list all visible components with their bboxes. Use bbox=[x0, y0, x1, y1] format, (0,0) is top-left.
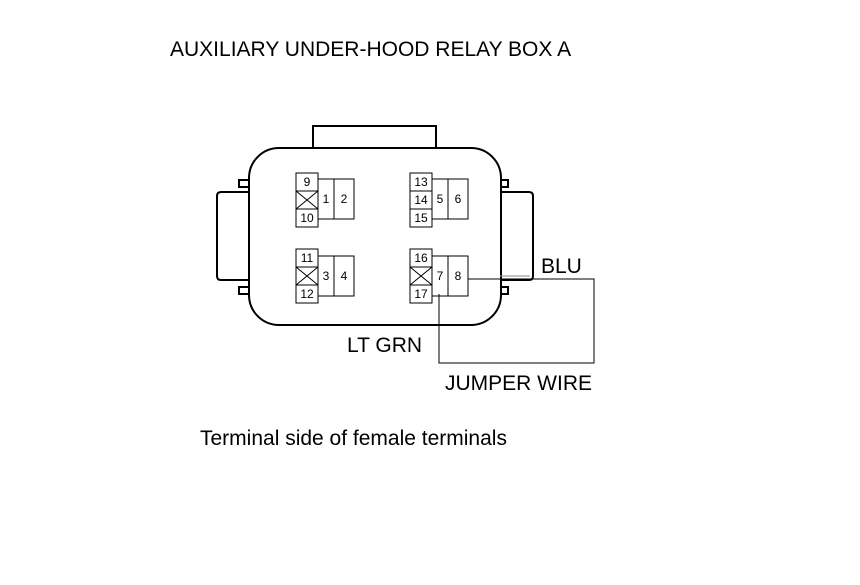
terminal-6-label: 6 bbox=[455, 192, 462, 206]
terminal-group-2: 13 14 15 5 6 bbox=[409, 172, 469, 228]
terminal-8-label: 8 bbox=[455, 269, 462, 283]
terminal-7-label: 7 bbox=[437, 269, 444, 283]
terminal-14-label: 14 bbox=[414, 193, 428, 207]
terminal-2-label: 2 bbox=[341, 192, 348, 206]
blank-cross-mark bbox=[295, 190, 319, 210]
right-notch-upper bbox=[500, 179, 509, 188]
terminal-6 bbox=[447, 178, 469, 220]
terminal-group-4: 16 17 7 8 bbox=[409, 248, 469, 304]
left-notch-lower bbox=[238, 286, 250, 295]
terminal-15-label: 15 bbox=[414, 211, 428, 225]
terminal-9-label: 9 bbox=[304, 175, 311, 189]
terminal-8 bbox=[447, 255, 469, 297]
terminal-4 bbox=[333, 255, 355, 297]
blank-cross-mark bbox=[409, 266, 433, 286]
terminal-1-label: 1 bbox=[323, 192, 330, 206]
housing-body bbox=[248, 147, 502, 326]
diagram-caption: Terminal side of female terminals bbox=[200, 427, 507, 450]
left-side-tab bbox=[216, 191, 249, 281]
blank-cross-mark bbox=[295, 266, 319, 286]
terminal-10-label: 10 bbox=[300, 211, 314, 225]
terminal-17-label: 17 bbox=[414, 287, 428, 301]
right-side-tab bbox=[501, 191, 534, 281]
terminal-2 bbox=[333, 178, 355, 220]
diagram-title: AUXILIARY UNDER-HOOD RELAY BOX A bbox=[170, 38, 571, 61]
connector-housing bbox=[216, 125, 534, 326]
terminal-12-label: 12 bbox=[300, 287, 314, 301]
terminal-4-label: 4 bbox=[341, 269, 348, 283]
jumper-wire-label: JUMPER WIRE bbox=[445, 372, 592, 395]
top-lock-tab bbox=[312, 125, 437, 148]
terminal-group-3: 11 12 3 4 bbox=[295, 248, 355, 304]
terminal-5-label: 5 bbox=[437, 192, 444, 206]
jumper-wire-path bbox=[438, 278, 595, 364]
right-notch-lower bbox=[500, 286, 509, 295]
terminal-13-label: 13 bbox=[414, 175, 428, 189]
jumper-wire bbox=[438, 275, 595, 364]
left-notch-upper bbox=[238, 179, 250, 188]
terminal-16-label: 16 bbox=[414, 251, 428, 265]
terminal-group-1: 9 10 1 2 bbox=[295, 172, 355, 228]
terminal-11-label: 11 bbox=[301, 251, 314, 265]
blu-wire-label: BLU bbox=[541, 255, 582, 278]
terminal-3-label: 3 bbox=[323, 269, 330, 283]
lt-grn-wire-label: LT GRN bbox=[347, 334, 422, 357]
